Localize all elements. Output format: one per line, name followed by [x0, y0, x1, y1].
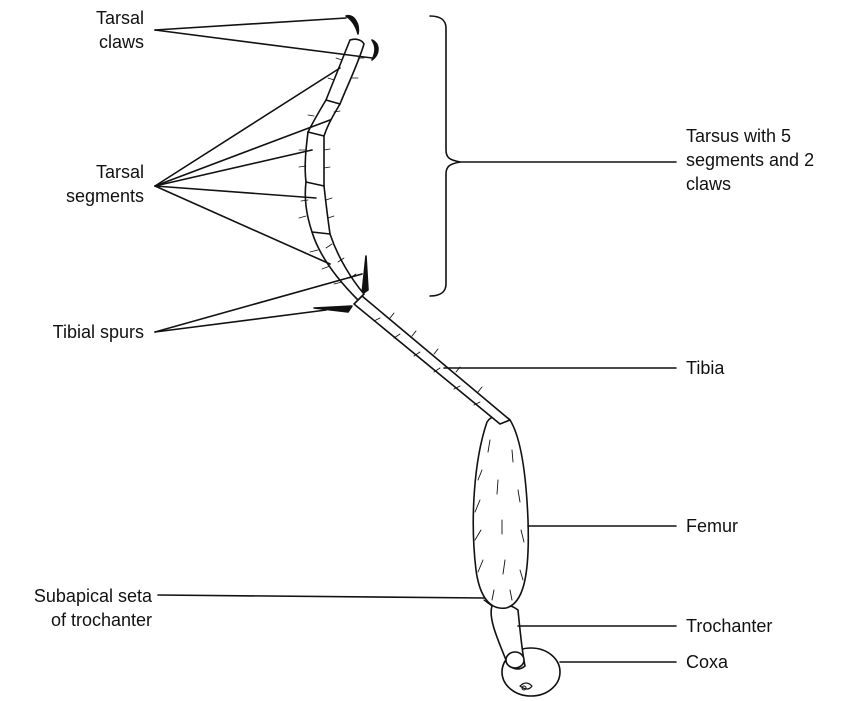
tarsus-shape	[299, 39, 364, 300]
label-tibia: Tibia	[686, 356, 826, 380]
label-subapical-seta: Subapical seta of trochanter	[4, 584, 152, 632]
tibia-shape	[354, 296, 510, 424]
trochanter-shape	[484, 600, 525, 669]
label-tarsus: Tarsus with 5 segments and 2 claws	[686, 124, 836, 196]
femur-shape	[473, 416, 528, 609]
leader-tarsal-claws-2	[155, 30, 372, 58]
label-femur: Femur	[686, 514, 826, 538]
label-tibial-spurs: Tibial spurs	[10, 320, 144, 344]
label-coxa: Coxa	[686, 650, 826, 674]
label-tarsal-segments: Tarsal segments	[40, 160, 144, 208]
leader-tibial-spur-2	[155, 310, 326, 332]
tarsus-bracket	[430, 16, 460, 296]
leader-subapical-seta	[158, 595, 484, 598]
leader-tibial-spur-1	[155, 274, 362, 332]
label-trochanter: Trochanter	[686, 614, 836, 638]
leader-tarsal-segment-3	[155, 150, 312, 186]
label-tarsal-claws: Tarsal claws	[60, 6, 144, 54]
leader-tarsal-claws-1	[155, 18, 346, 30]
